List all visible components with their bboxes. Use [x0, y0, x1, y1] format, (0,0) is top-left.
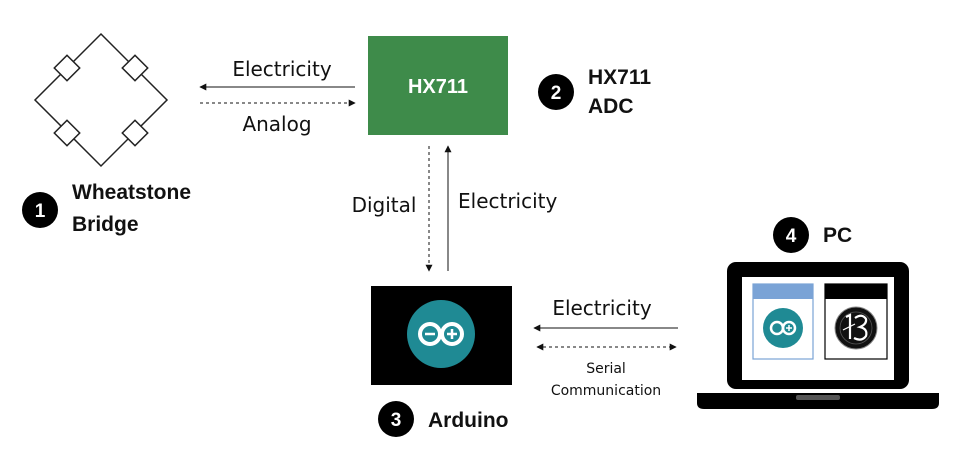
badge-2-number: 2 [551, 83, 562, 104]
label-communication: Communication [551, 383, 661, 399]
pc-title: PC [823, 224, 852, 247]
screen-arduino-window [752, 283, 814, 360]
label-serial: Serial [586, 361, 626, 377]
bridge-outline [33, 32, 169, 168]
bridge-resistor-bottom-right [121, 119, 149, 147]
bridge-resistor-top-left [53, 54, 81, 82]
hx711-title-line1: HX711 [588, 66, 651, 89]
label-arduino-electricity: Electricity [552, 296, 652, 320]
label-hx711-electricity: Electricity [458, 189, 558, 213]
label-digital: Digital [352, 193, 417, 217]
badge-4-circle [773, 217, 809, 253]
badge-3-circle [378, 401, 414, 437]
badge-1-number: 1 [35, 201, 46, 222]
label-bridge-electricity: Electricity [232, 57, 332, 81]
label-bridge-analog: Analog [242, 112, 311, 136]
hx711-box-label: HX711 [408, 76, 468, 98]
badge-1-circle [22, 192, 58, 228]
bridge-resistor-top-right [121, 54, 149, 82]
bridge-title-line1: Wheatstone [72, 181, 191, 204]
screen-processing-window [824, 283, 888, 360]
hx711-title-line2: ADC [588, 95, 634, 118]
arduino-title: Arduino [428, 409, 508, 432]
processing-app-icon [834, 306, 878, 350]
bridge-title-line2: Bridge [72, 213, 139, 236]
laptop-icon [697, 262, 939, 409]
hx711-box [368, 36, 508, 135]
bridge-resistor-bottom-left [53, 119, 81, 147]
arduino-logo-icon [407, 300, 475, 368]
badge-3-number: 3 [391, 410, 402, 431]
arduino-app-icon [763, 308, 803, 348]
wheatstone-bridge-diagram [33, 32, 169, 168]
badge-2-circle [538, 74, 574, 110]
badge-4-number: 4 [786, 226, 797, 247]
